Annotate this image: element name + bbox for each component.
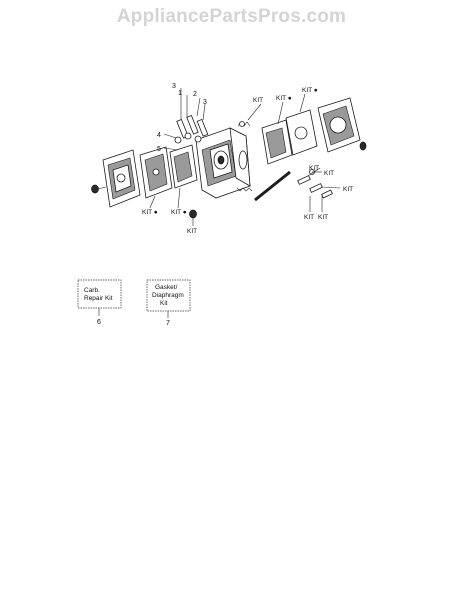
callout-3-right: 3 [203, 99, 207, 106]
metering-diaphragm [169, 144, 198, 189]
kit-label-left-1: KIT ● [142, 209, 158, 216]
throttle-shaft [254, 170, 291, 202]
left-cover-plate [102, 149, 141, 208]
callout-1: 1 [178, 90, 182, 97]
kit-box-carb-repair-line1: Carb. [84, 287, 100, 294]
kit-box-gasket-line3: Kit [160, 300, 168, 307]
callout-2: 2 [193, 91, 197, 98]
kit-box-carb-repair-line2: Repair Kit [84, 295, 113, 302]
kit-label-top-1: KIT [253, 97, 263, 104]
throttle-spring [237, 121, 251, 127]
kit-box-gasket-diaphragm: Gasket/ Diaphragm Kit 7 [146, 279, 191, 327]
kit-label-left-3: KIT [187, 228, 197, 235]
adjusting-screws [174, 115, 209, 144]
fuel-pump-gasket [261, 119, 293, 165]
kit-box-gasket-line2: Diaphragm [152, 292, 184, 299]
cover-bolt [359, 141, 367, 151]
kit-label-right-3: KIT [309, 165, 319, 172]
lower-spring [236, 187, 253, 192]
kit-label-top-3: KIT ● [302, 87, 318, 94]
kit-box-gasket-line1: Gasket/ [155, 284, 178, 291]
kit-label-top-2: KIT ● [276, 95, 292, 102]
kit-box-gasket-number: 7 [166, 320, 170, 327]
kit-label-bottom-1: KIT [304, 214, 314, 221]
cover-screw [91, 184, 107, 194]
kit-box-carb-repair: Carb. Repair Kit 6 [77, 279, 122, 326]
carburetor-body [195, 127, 251, 199]
metering-gasket [139, 146, 173, 199]
fuel-pump-diaphragm [285, 109, 318, 156]
kit-label-right-2: KIT [343, 186, 353, 193]
kit-label-right-1: KIT [324, 170, 334, 177]
callout-5: 5 [157, 146, 161, 153]
callout-3-left: 3 [172, 83, 176, 90]
kit-label-bottom-2: KIT [318, 214, 328, 221]
lower-plug [189, 209, 197, 219]
watermark: AppliancePartsPros.com [116, 6, 347, 27]
kit-box-carb-repair-number: 6 [97, 319, 101, 326]
needle-valve-parts [297, 169, 333, 199]
kit-label-left-2: KIT ● [171, 209, 187, 216]
leader-lines [149, 88, 341, 226]
callout-4: 4 [157, 132, 161, 139]
fuel-pump-cover [317, 97, 361, 153]
